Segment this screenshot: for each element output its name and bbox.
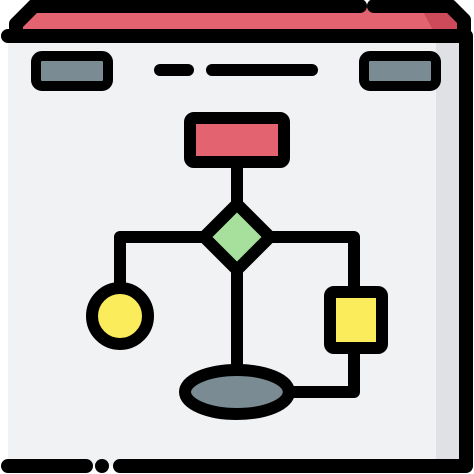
connector-side-to-end <box>284 342 360 398</box>
connector-lines <box>114 156 360 398</box>
window-button-left <box>31 51 113 91</box>
side-box <box>324 286 388 354</box>
decision-diamond <box>198 198 276 276</box>
window-button-right <box>359 51 441 91</box>
title-bar-fill <box>16 6 464 36</box>
connector-decision-to-start <box>114 231 210 294</box>
end-ellipse <box>179 364 295 420</box>
start-circle <box>86 282 154 350</box>
window-outline <box>1 29 473 473</box>
process-box <box>184 112 290 168</box>
connector-decision-to-side <box>264 231 360 298</box>
window-header-controls <box>31 51 441 91</box>
window-frame <box>1 29 473 473</box>
end-ellipse-outline <box>179 364 295 420</box>
window-outline-dot <box>95 459 109 473</box>
end-ellipse-fill <box>185 370 289 414</box>
title-bar-outline <box>27 0 471 43</box>
